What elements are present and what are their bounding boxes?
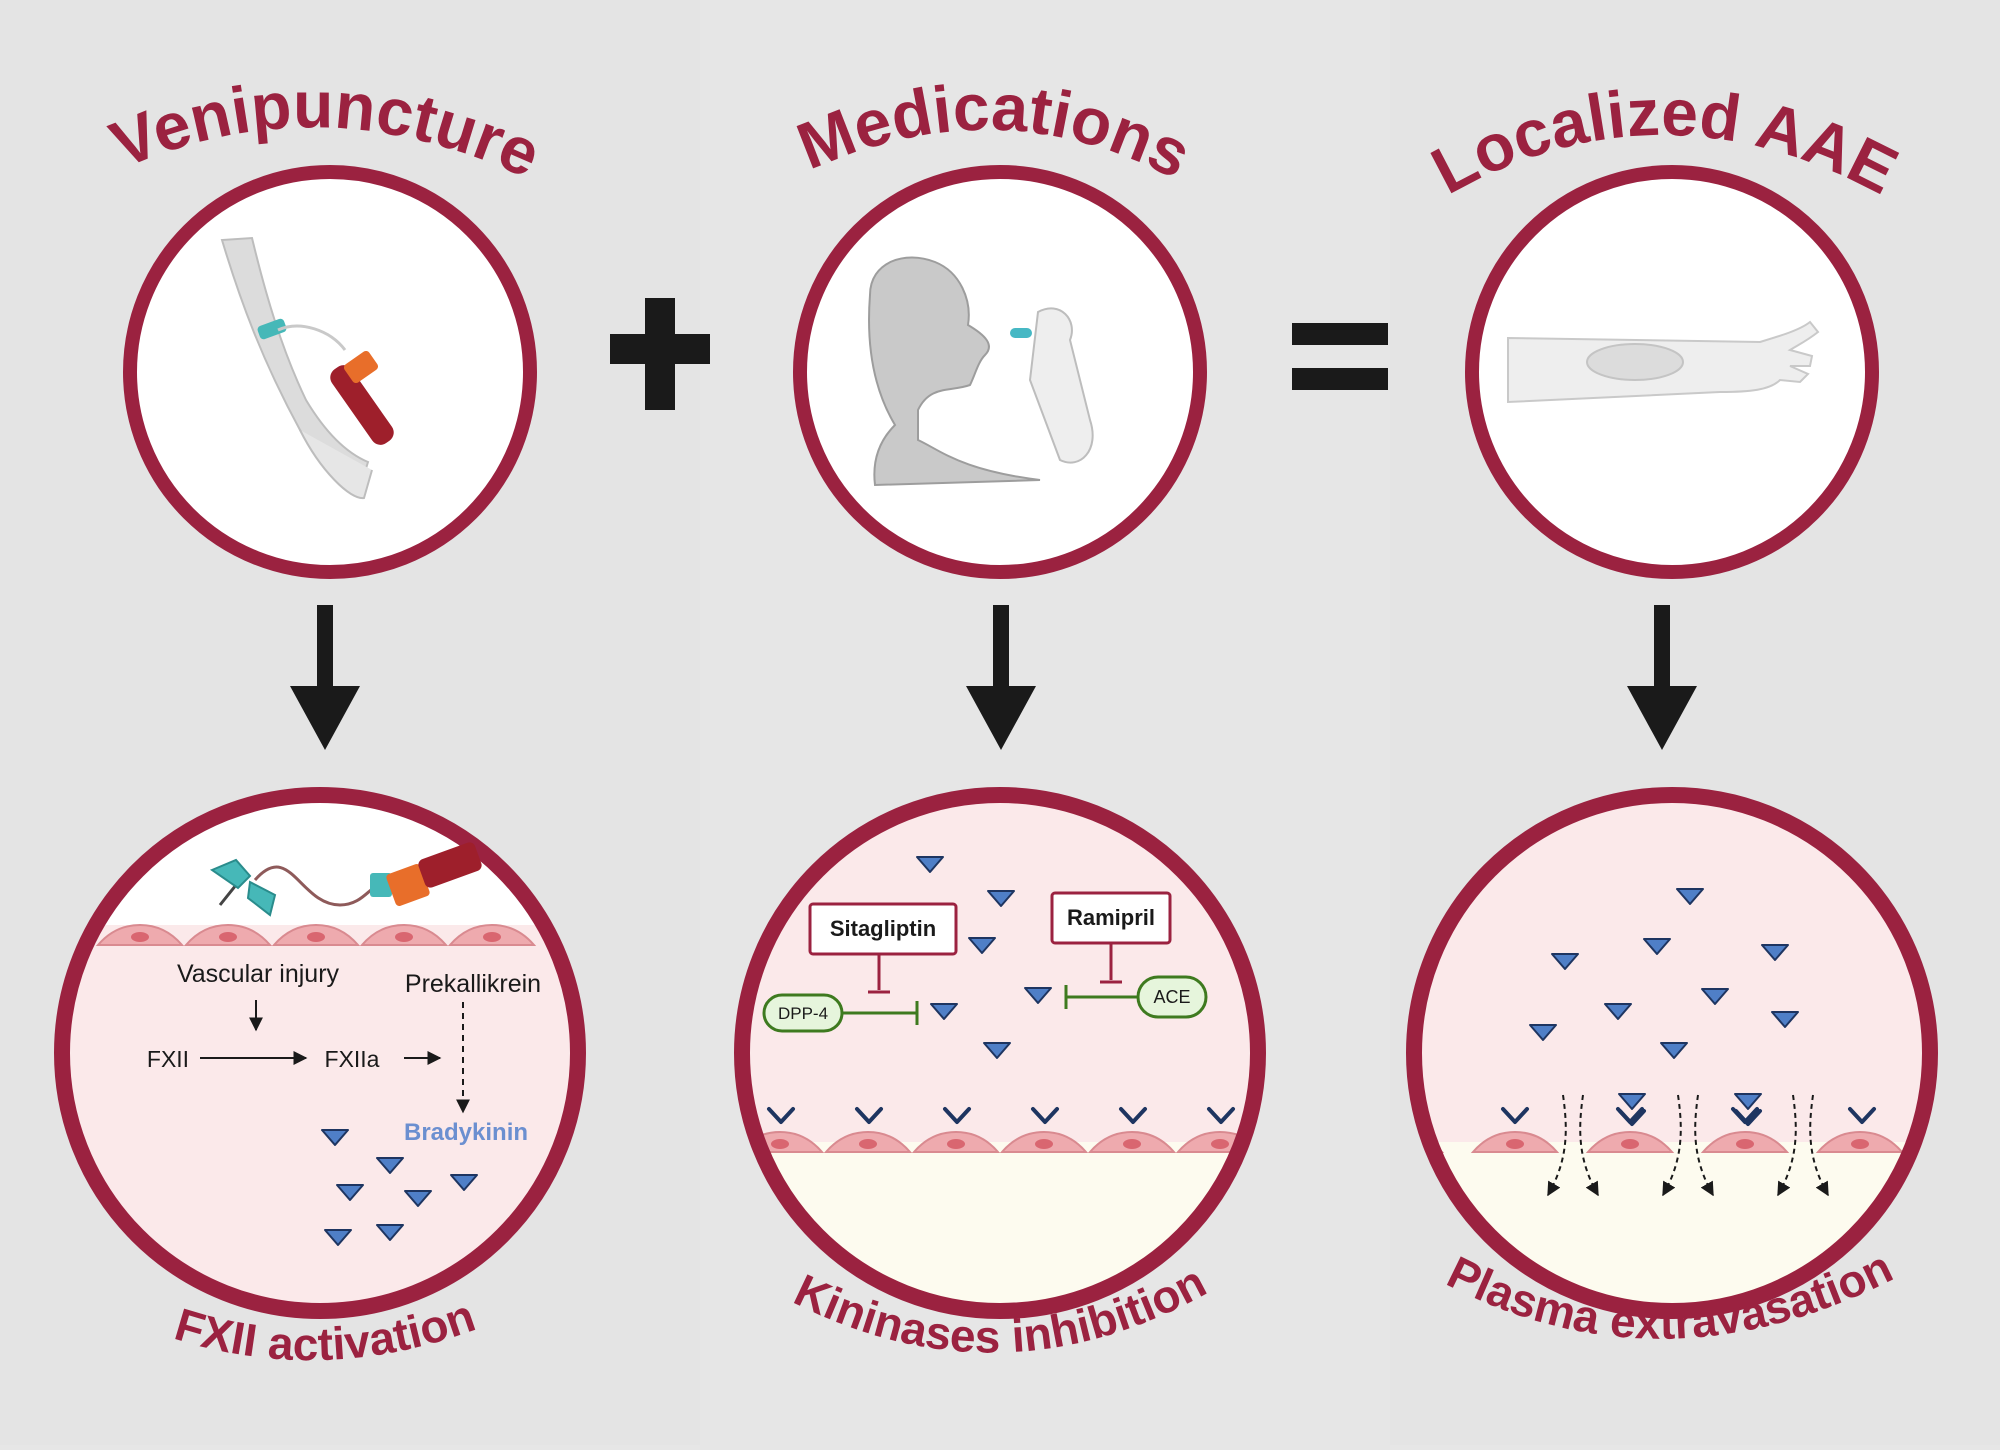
bradykinin-molecule [324, 1229, 352, 1246]
panel-fxii-activation: Vascular injury Prekallikrein FXII FXIIa… [54, 787, 586, 1319]
b2-receptor [1501, 1107, 1529, 1124]
b2-receptor [1207, 1107, 1235, 1124]
label-fxiia: FXIIa [325, 1046, 380, 1072]
bradykinin-molecule [916, 856, 944, 873]
bradykinin-molecule [450, 1174, 478, 1191]
butterfly-needle-icon [209, 842, 482, 917]
extravasation-arrow [1694, 1094, 1714, 1197]
localized-aae-circle [1465, 165, 1879, 579]
bradykinin-molecule [968, 937, 996, 954]
b2-receptor [1031, 1107, 1059, 1124]
bradykinin-molecule [1024, 987, 1052, 1004]
label-fxii: FXII [147, 1046, 189, 1072]
person-taking-pill-icon [868, 256, 1094, 487]
plus-sign: + [610, 298, 710, 410]
b2-receptor [1119, 1107, 1147, 1124]
arm-blood-draw-icon [220, 236, 394, 500]
label-ramipril: Ramipril [1067, 905, 1155, 930]
bradykinin-molecule [1734, 1093, 1762, 1110]
bradykinin-molecule [1761, 944, 1789, 961]
label-sitagliptin: Sitagliptin [830, 916, 936, 941]
label-vascular-injury: Vascular injury [177, 960, 340, 988]
extravasation-arrow [1777, 1094, 1797, 1197]
bradykinin-molecule [1660, 1042, 1688, 1059]
bradykinin-molecule [983, 1042, 1011, 1059]
bradykinin-molecule [376, 1157, 404, 1174]
bradykinin-molecule [321, 1129, 349, 1146]
bradykinin-group-2 [916, 856, 1052, 1059]
label-prekallikrein: Prekallikrein [405, 970, 541, 998]
down-arrow-3 [1627, 605, 1697, 750]
b2-receptor [1848, 1107, 1876, 1124]
bradykinin-molecule [404, 1190, 432, 1207]
bradykinin-group-1 [321, 1129, 478, 1246]
venipuncture-circle [123, 165, 537, 579]
b2-receptor [855, 1107, 883, 1124]
extravasation-arrow [1547, 1094, 1567, 1197]
ramipril-box: Ramipril [1050, 891, 1172, 984]
label-bradykinin: Bradykinin [404, 1119, 528, 1146]
b2-receptor [1618, 1109, 1646, 1126]
down-arrow-2 [966, 605, 1036, 750]
extravasation-arrow [1662, 1094, 1682, 1197]
bradykinin-molecule [1701, 988, 1729, 1005]
bradykinin-molecule [1676, 888, 1704, 905]
ace-enzyme: ACE [1064, 975, 1208, 1019]
down-arrow-1 [290, 605, 360, 750]
bradykinin-molecule [376, 1224, 404, 1241]
bradykinin-molecule [930, 1003, 958, 1020]
swollen-forearm-icon [1507, 320, 1820, 404]
bradykinin-group-3 [1529, 888, 1799, 1126]
b2-receptor [1734, 1109, 1762, 1126]
bradykinin-molecule [336, 1184, 364, 1201]
b2-receptor [767, 1107, 795, 1124]
panel-kininases-inhibition: Sitagliptin Ramipril DPP-4 ACE [734, 787, 1266, 1319]
medications-circle [793, 165, 1207, 579]
bradykinin-molecule [1618, 1093, 1646, 1110]
bradykinin-molecule [1604, 1003, 1632, 1020]
bradykinin-molecule [987, 890, 1015, 907]
bradykinin-molecule [1771, 1011, 1799, 1028]
label-ace: ACE [1153, 987, 1190, 1007]
extravasation-arrow [1809, 1094, 1829, 1197]
equals-sign: = [1292, 323, 1388, 390]
label-dpp4: DPP-4 [778, 1004, 828, 1023]
extravasation-arrow [1579, 1094, 1599, 1197]
sitagliptin-box: Sitagliptin [808, 902, 958, 994]
bradykinin-molecule [1643, 938, 1671, 955]
bradykinin-molecule [1551, 953, 1579, 970]
bradykinin-molecule [1529, 1024, 1557, 1041]
dpp4-enzyme: DPP-4 [762, 993, 919, 1033]
b2-receptor [943, 1107, 971, 1124]
